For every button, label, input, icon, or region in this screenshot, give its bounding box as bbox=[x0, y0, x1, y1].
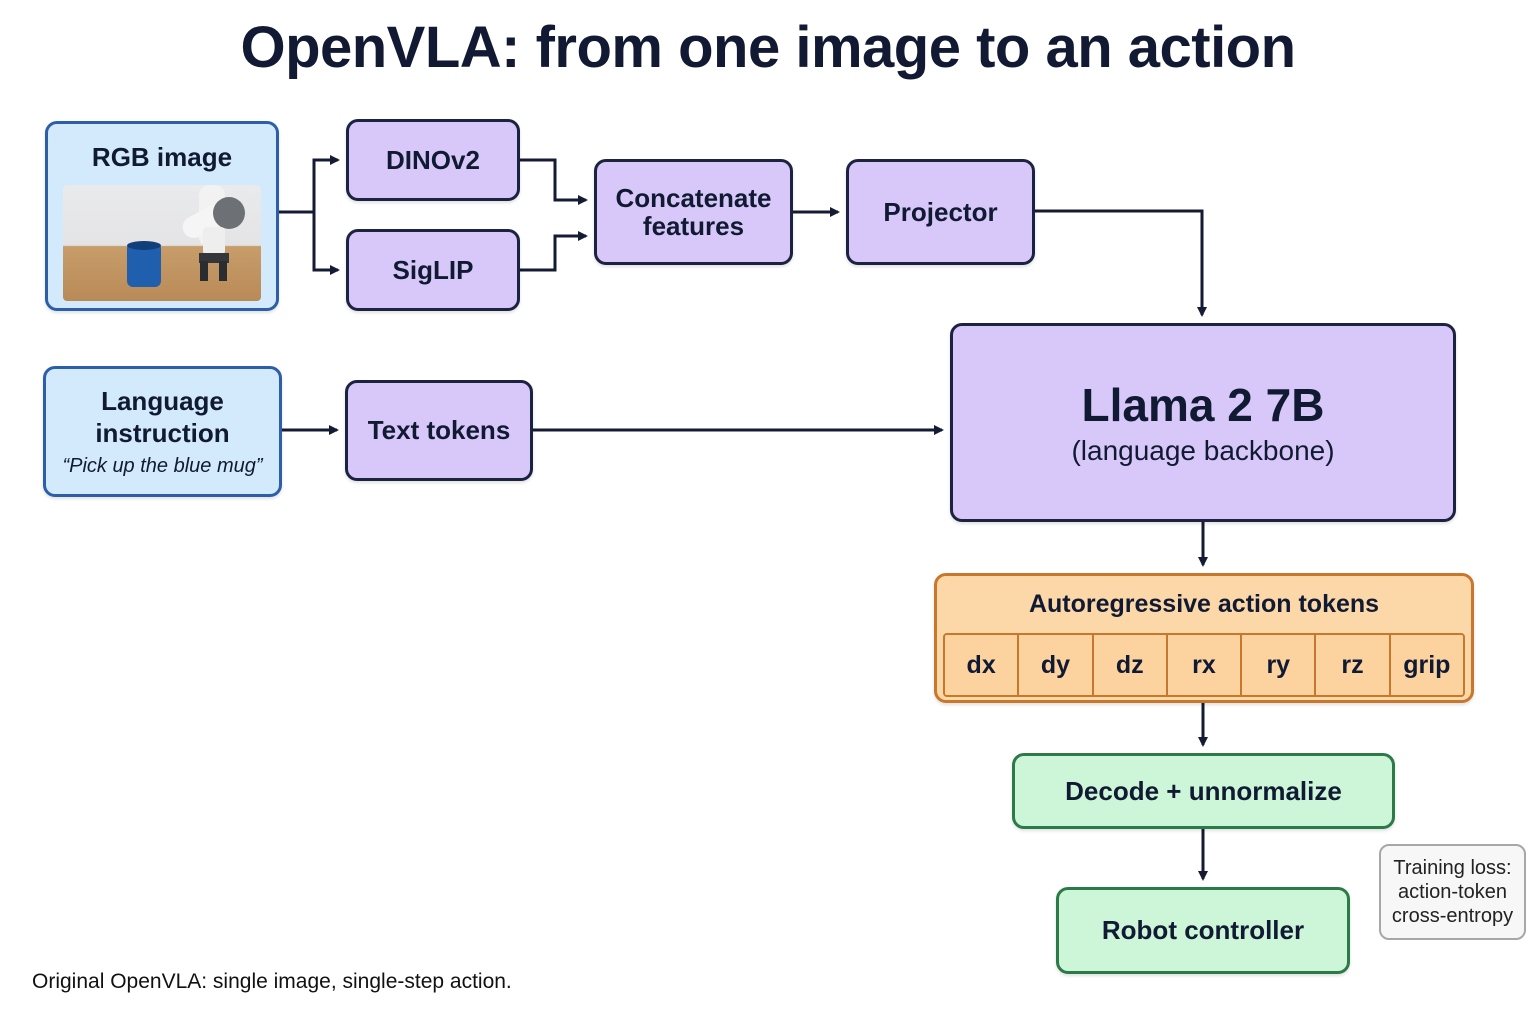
note-line3: cross-entropy bbox=[1391, 905, 1514, 927]
action-tokens-label: Autoregressive action tokens bbox=[1028, 590, 1380, 618]
robot-arm-joint bbox=[213, 197, 245, 229]
concatenate-label-line2: features bbox=[642, 211, 745, 241]
action-token: dy bbox=[1019, 635, 1094, 695]
instruction-quote: “Pick up the blue mug” bbox=[62, 455, 263, 477]
blue-mug-rim bbox=[127, 241, 161, 250]
siglip-node: SigLIP bbox=[346, 229, 520, 311]
llama-title: Llama 2 7B bbox=[1081, 378, 1325, 431]
text-tokens-node: Text tokens bbox=[345, 380, 533, 481]
llama-backbone-node: Llama 2 7B (language backbone) bbox=[950, 323, 1456, 522]
blue-mug bbox=[127, 245, 161, 287]
dinov2-label: DINOv2 bbox=[386, 144, 480, 175]
action-token: rz bbox=[1316, 635, 1391, 695]
decode-unnormalize-node: Decode + unnormalize bbox=[1012, 753, 1395, 829]
concatenate-label-line1: Concatenate bbox=[615, 183, 772, 213]
decode-label: Decode + unnormalize bbox=[1065, 775, 1342, 806]
action-tokens-node: Autoregressive action tokens dx dy dz rx… bbox=[934, 573, 1474, 703]
gripper-finger bbox=[200, 261, 208, 281]
action-token: dx bbox=[945, 635, 1020, 695]
concatenate-features-node: Concatenate features bbox=[594, 159, 793, 265]
action-token: rx bbox=[1167, 635, 1243, 695]
action-token-row: dx dy dz rx ry rz grip bbox=[943, 633, 1465, 697]
language-label-line1: Language bbox=[101, 386, 224, 416]
rgb-image-node: RGB image bbox=[45, 121, 279, 311]
arrow-siglip-to-concat bbox=[520, 231, 588, 272]
rgb-image-label: RGB image bbox=[91, 142, 233, 172]
gripper-finger bbox=[219, 261, 227, 281]
text-tokens-label: Text tokens bbox=[367, 415, 511, 445]
training-loss-note: Training loss: action-token cross-entrop… bbox=[1379, 844, 1526, 940]
action-token: grip bbox=[1390, 635, 1463, 695]
robot-scene-image bbox=[63, 185, 261, 301]
robot-arm-wrist bbox=[203, 227, 225, 255]
projector-node: Projector bbox=[846, 159, 1035, 265]
dinov2-node: DINOv2 bbox=[346, 119, 520, 201]
page-title: OpenVLA: from one image to an action bbox=[240, 15, 1296, 80]
siglip-label: SigLIP bbox=[392, 254, 474, 285]
action-token: dz bbox=[1093, 635, 1168, 695]
arrow-image-to-siglip bbox=[279, 210, 340, 275]
projector-label: Projector bbox=[883, 196, 998, 227]
robot-controller-node: Robot controller bbox=[1056, 887, 1350, 974]
language-label-line2: instruction bbox=[95, 418, 230, 448]
language-instruction-node: Language instruction “Pick up the blue m… bbox=[43, 366, 282, 497]
note-line1: Training loss: bbox=[1393, 857, 1512, 879]
figure-caption: Original OpenVLA: single image, single-s… bbox=[32, 970, 512, 993]
llama-subtitle: (language backbone) bbox=[1071, 434, 1335, 466]
robot-gripper bbox=[199, 253, 229, 263]
robot-controller-label: Robot controller bbox=[1101, 915, 1305, 945]
note-line2: action-token bbox=[1398, 881, 1507, 903]
arrow-image-to-dinov2 bbox=[279, 155, 340, 214]
arrow-dinov2-to-concat bbox=[520, 158, 588, 205]
arrow-projector-to-llama bbox=[1035, 209, 1207, 317]
action-token: ry bbox=[1242, 635, 1317, 695]
